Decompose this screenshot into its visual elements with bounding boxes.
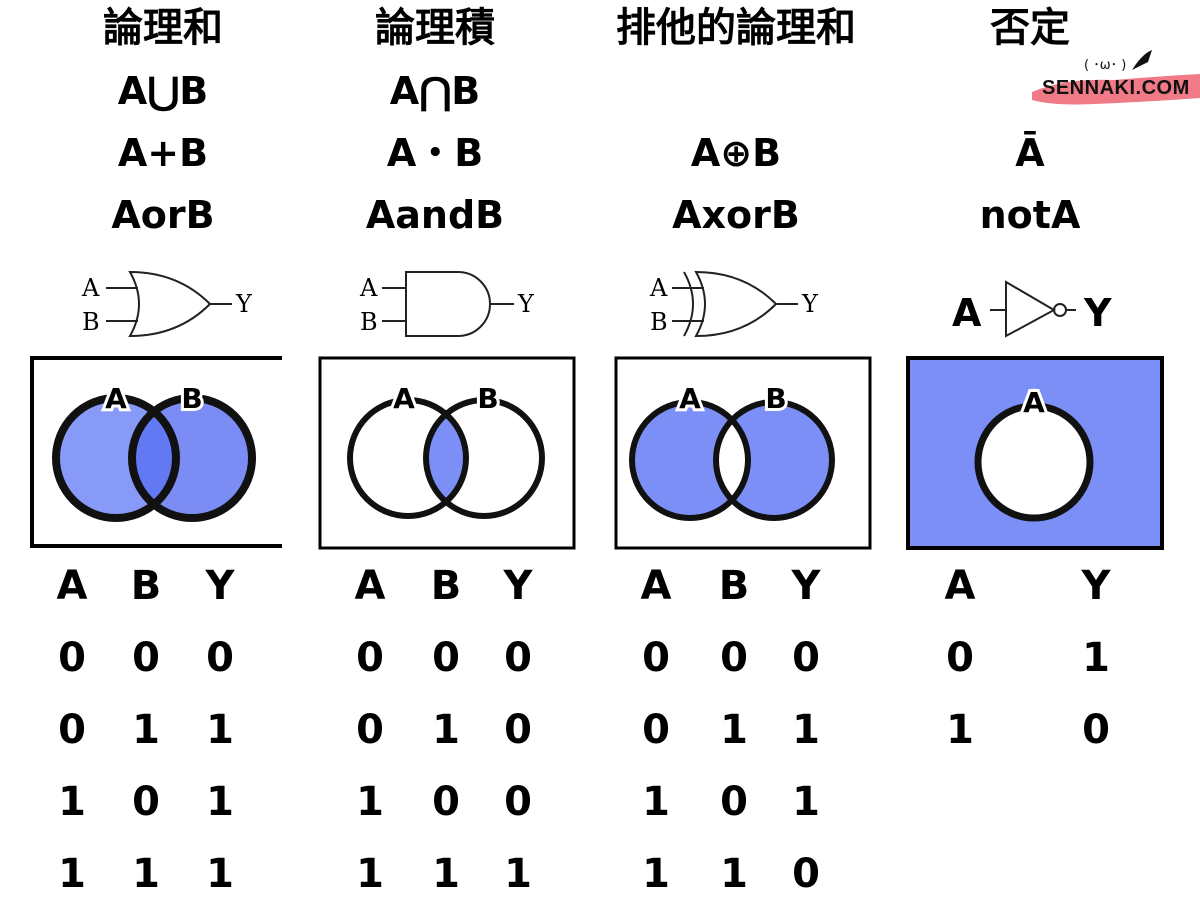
table-cell: 1 <box>58 851 86 897</box>
notation-not-word: notA <box>979 193 1081 237</box>
logo-text: SENNAKI.COM <box>1042 77 1190 99</box>
venn-xor-label-b: B <box>765 382 786 415</box>
title-not: 否定 <box>990 5 1070 51</box>
table-cell: 0 <box>642 707 670 753</box>
table-cell: 1 <box>720 707 748 753</box>
logo-face: ( ･ω･ ) <box>1084 58 1127 73</box>
notation-xor-symbol: A⊕B <box>690 131 782 175</box>
venn-and: A B <box>318 356 576 550</box>
not-header-y: Y <box>1081 563 1111 609</box>
table-cell: 0 <box>504 635 532 681</box>
and-header-y: Y <box>503 563 533 609</box>
not-gate-input-a: A <box>952 291 982 335</box>
table-cell: 0 <box>720 635 748 681</box>
table-cell: 0 <box>432 635 460 681</box>
and-gate-input-b: B <box>360 308 378 336</box>
or-gate-symbol: A B Y <box>81 270 253 338</box>
table-cell: 1 <box>206 851 234 897</box>
table-cell: 0 <box>432 779 460 825</box>
venn-or-label-a: A <box>105 382 127 415</box>
table-cell: 0 <box>58 635 86 681</box>
venn-and-label-b: B <box>477 382 498 415</box>
table-cell: 0 <box>132 779 160 825</box>
table-cell: 1 <box>432 707 460 753</box>
notation-union: A⋃B <box>117 69 209 113</box>
or-header-b: B <box>130 563 162 609</box>
table-cell: 1 <box>206 707 234 753</box>
table-cell: 1 <box>58 779 86 825</box>
table-cell: 1 <box>720 851 748 897</box>
table-cell: 1 <box>356 779 384 825</box>
and-gate-output-y: Y <box>517 290 535 318</box>
venn-not: A <box>906 356 1164 550</box>
notation-plus: A+B <box>117 131 209 175</box>
xor-header-b: B <box>718 563 750 609</box>
table-cell: 0 <box>720 779 748 825</box>
notation-and-word: AandB <box>365 193 505 237</box>
xor-gate-input-a: A <box>649 274 668 302</box>
venn-xor: A B <box>614 356 872 550</box>
notation-dot: A・B <box>386 131 484 175</box>
sennaki-logo: ( ･ω･ ) SENNAKI.COM <box>1024 40 1200 110</box>
xor-gate-output-y: Y <box>801 290 819 318</box>
table-cell: 1 <box>132 707 160 753</box>
column-and: 論理積 A⋂B A・B AandB A B Y A B A B Y 0 0 0 … <box>310 0 576 900</box>
table-cell: 1 <box>946 707 974 753</box>
and-header-b: B <box>430 563 462 609</box>
table-cell: 0 <box>504 707 532 753</box>
table-cell: 1 <box>356 851 384 897</box>
notation-or-word: AorB <box>111 193 215 237</box>
table-cell: 0 <box>792 635 820 681</box>
venn-xor-label-a: A <box>679 382 701 415</box>
table-cell: 1 <box>132 851 160 897</box>
venn-not-label-a: A <box>1023 386 1045 419</box>
table-cell: 1 <box>206 779 234 825</box>
notation-intersection: A⋂B <box>389 69 481 113</box>
table-cell: 0 <box>58 707 86 753</box>
and-gate-input-a: A <box>359 274 378 302</box>
table-cell: 0 <box>792 851 820 897</box>
column-xor: 排他的論理和 A⊕B AxorB A B Y A B A B Y 0 0 0 <box>596 0 876 900</box>
table-cell: 0 <box>1082 707 1110 753</box>
title-xor: 排他的論理和 <box>616 5 856 51</box>
brush-stroke-icon <box>1032 50 1200 105</box>
or-gate-input-a: A <box>81 274 100 302</box>
table-cell: 0 <box>356 635 384 681</box>
not-gate-output-y: Y <box>1083 291 1112 335</box>
or-header-y: Y <box>205 563 235 609</box>
xor-header-y: Y <box>791 563 821 609</box>
table-cell: 0 <box>132 635 160 681</box>
table-cell: 0 <box>356 707 384 753</box>
table-cell: 0 <box>946 635 974 681</box>
or-gate-output-y: Y <box>235 290 253 318</box>
notation-a-bar: Ā <box>1015 131 1045 175</box>
or-header-a: A <box>56 563 88 609</box>
table-cell: 1 <box>792 707 820 753</box>
not-gate-symbol: A Y <box>952 280 1112 338</box>
not-header-a: A <box>944 563 976 609</box>
table-cell: 1 <box>504 851 532 897</box>
and-header-a: A <box>354 563 386 609</box>
column-or: 論理和 A⋃B A+B AorB A B Y A B A B Y 0 0 0 0… <box>30 0 288 900</box>
xor-header-a: A <box>640 563 672 609</box>
title-or: 論理和 <box>103 5 223 51</box>
column-not: 否定 Ā notA A Y A A Y 0 1 1 0 <box>906 0 1166 900</box>
table-cell: 1 <box>642 851 670 897</box>
table-cell: 0 <box>206 635 234 681</box>
venn-or-label-b: B <box>181 382 202 415</box>
venn-or: A B <box>30 356 282 548</box>
table-cell: 0 <box>642 635 670 681</box>
table-cell: 1 <box>792 779 820 825</box>
table-cell: 1 <box>432 851 460 897</box>
title-and: 論理積 <box>375 5 495 51</box>
table-cell: 0 <box>504 779 532 825</box>
notation-xor-word: AxorB <box>672 193 800 237</box>
venn-and-label-a: A <box>393 382 415 415</box>
table-cell: 1 <box>1082 635 1110 681</box>
xor-gate-input-b: B <box>650 308 668 336</box>
and-gate-symbol: A B Y <box>359 271 535 337</box>
or-gate-input-b: B <box>82 308 100 336</box>
xor-gate-symbol: A B Y <box>649 270 819 338</box>
table-cell: 1 <box>642 779 670 825</box>
